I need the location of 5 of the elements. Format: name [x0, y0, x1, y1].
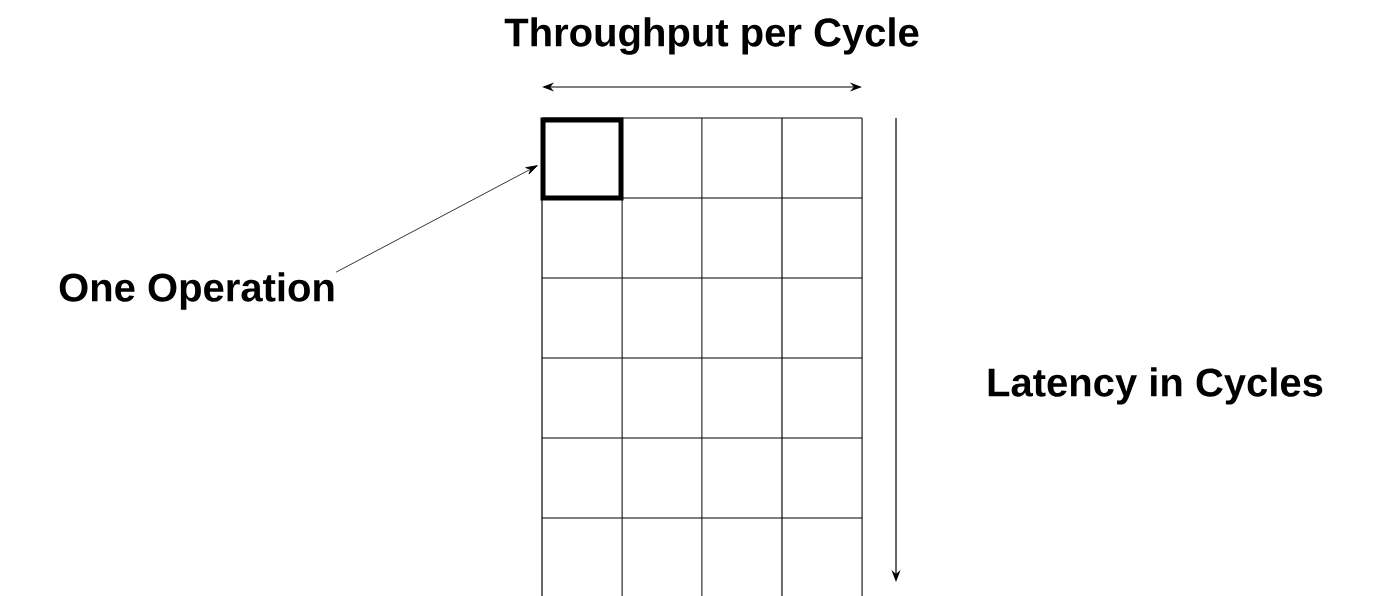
highlighted-cell: [540, 117, 624, 201]
leader-line: [335, 165, 538, 273]
axis-label: Throughput per Cycle: [504, 17, 919, 55]
node-label: One Operation: [59, 272, 334, 310]
axis-label: Latency in Cycles: [988, 367, 1323, 405]
